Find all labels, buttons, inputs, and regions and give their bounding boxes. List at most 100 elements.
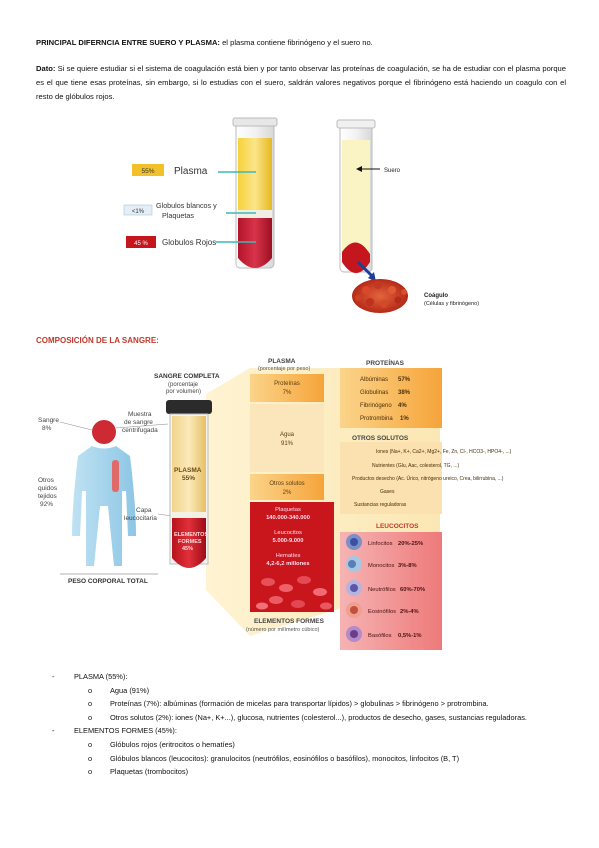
dato-label: Dato: bbox=[36, 64, 56, 73]
agua-name: Agua bbox=[280, 432, 295, 438]
agua-box bbox=[250, 404, 324, 472]
otros-solutos-box bbox=[250, 474, 324, 500]
protein-name: Protrombina bbox=[360, 416, 393, 422]
agua-item: Agua (91%) bbox=[110, 685, 150, 695]
list-item: o Glóbulos blancos (leucocitos): granulo… bbox=[52, 752, 572, 766]
muestra-label-2: de sangre bbox=[124, 419, 153, 426]
plaquetas-value: 140.000-340.000 bbox=[266, 515, 310, 521]
plaquetas-item: Plaquetas (trombocitos) bbox=[110, 767, 189, 777]
leucocitos-name: Leucocitos bbox=[274, 530, 302, 536]
soluto-item: Gases bbox=[380, 489, 395, 495]
circle-bullet: o bbox=[88, 699, 93, 709]
dash-bullet: - bbox=[52, 726, 55, 736]
globulos-blancos-item: Glóbulos blancos (leucocitos): granuloci… bbox=[110, 753, 460, 763]
leucocito-name: Basófilos bbox=[368, 633, 392, 639]
soluto-item: Sustancias reguladoras bbox=[354, 502, 407, 508]
otros-label-2: quidos bbox=[38, 485, 58, 492]
sangre-completa-label: SANGRE COMPLETA bbox=[154, 373, 220, 380]
difference-heading: PRINCIPAL DIFERNCIA ENTRE SUERO Y PLASMA… bbox=[36, 38, 220, 47]
plasma-heading: PLASMA (55%): bbox=[74, 672, 128, 681]
proteinas-pct: 7% bbox=[283, 390, 292, 396]
plasma-col-sub: (porcentaje por peso) bbox=[258, 366, 310, 372]
centrifuge-tube bbox=[166, 400, 212, 568]
leucocitos-value: 5.000-9.000 bbox=[273, 538, 304, 544]
ef-col-header: ELEMENTOS FORMES bbox=[254, 618, 325, 625]
protein-name: Fibrinógeno bbox=[360, 403, 392, 409]
proteinas-item: Proteínas (7%): albúminas (formación de … bbox=[110, 699, 489, 709]
sangre-completa-sub-2: por volumen) bbox=[166, 389, 201, 395]
leucocito-pct: 3%-8% bbox=[398, 563, 417, 569]
solutos-list: Iones (Na+, K+, Ca2+, Mg2+, Fe, Zn, Cl-,… bbox=[352, 449, 512, 508]
rbc-pct: 45 % bbox=[134, 241, 148, 247]
circle-bullet: o bbox=[88, 753, 93, 763]
otros-label-1: Otros bbox=[38, 477, 55, 484]
dato-paragraph: Dato: Si se quiere estudiar si el sistem… bbox=[36, 62, 566, 104]
plasma-pct-box bbox=[132, 164, 164, 176]
composition-list: - PLASMA (55%): o Agua (91%) o Proteínas… bbox=[52, 670, 572, 779]
leucocito-pct: 2%-4% bbox=[400, 609, 419, 615]
leucocitos-header: LEUCOCITOS bbox=[376, 523, 419, 530]
list-item: - PLASMA (55%): bbox=[52, 670, 572, 684]
suero-label: Suero bbox=[384, 168, 401, 174]
leucocito-pct: 20%-25% bbox=[398, 541, 423, 547]
hematies-name: Hematíes bbox=[276, 553, 301, 559]
main-difference-line: PRINCIPAL DIFERNCIA ENTRE SUERO Y PLASMA… bbox=[36, 36, 566, 50]
tube-ef-label-2: FORMES bbox=[178, 539, 202, 545]
muestra-label-1: Muestra bbox=[128, 411, 152, 418]
plasma-serum-tube-figure: 55% Plasma <1% Globulos blancos y Plaque… bbox=[123, 117, 479, 313]
peso-label: PESO CORPORAL TOTAL bbox=[68, 578, 148, 585]
soluto-item: Iones (Na+, K+, Ca2+, Mg2+, Fe, Zn, Cl-,… bbox=[376, 449, 512, 455]
tube-ef-pct: 45% bbox=[182, 546, 193, 552]
otros-solutos-name: Otros solutos bbox=[269, 481, 304, 487]
leucocito-pct: 60%-70% bbox=[400, 587, 425, 593]
list-item: o Glóbulos rojos (eritrocitos o hematíes… bbox=[52, 738, 572, 752]
circle-bullet: o bbox=[88, 685, 93, 695]
section-title: COMPOSICIÓN DE LA SANGRE: bbox=[36, 336, 159, 345]
list-item: o Proteínas (7%): albúminas (formación d… bbox=[52, 697, 572, 711]
wbc-label-1: Globulos blancos y bbox=[156, 201, 217, 210]
leucocito-name: Eosinófilos bbox=[368, 609, 396, 615]
protein-pct: 1% bbox=[400, 416, 409, 422]
leucocito-pct: 0,5%-1% bbox=[398, 633, 422, 639]
list-item: o Otros solutos (2%): iones (Na+, K+...)… bbox=[52, 711, 572, 725]
plasma-tube bbox=[232, 117, 278, 269]
clot-image bbox=[352, 279, 408, 313]
proteinas-header: PROTEÍNAS bbox=[366, 358, 405, 367]
dato-text: Si se quiere estudiar si el sistema de c… bbox=[36, 64, 566, 101]
proteinas-box bbox=[250, 374, 324, 402]
protein-name: Globulinas bbox=[360, 390, 388, 396]
agua-pct: 91% bbox=[281, 441, 294, 447]
tube-ef-label-1: ELEMENTOS bbox=[174, 532, 208, 538]
globulos-rojos-item: Glóbulos rojos (eritrocitos o hematíes) bbox=[110, 739, 235, 749]
outline-list: - PLASMA (55%): o Agua (91%) o Proteínas… bbox=[52, 670, 572, 779]
dash-bullet: - bbox=[52, 672, 55, 681]
capa-label-2: leucocitaria bbox=[124, 515, 157, 522]
plasma-label: Plasma bbox=[174, 166, 208, 177]
protein-pct: 4% bbox=[398, 403, 407, 409]
circle-bullet: o bbox=[88, 739, 93, 749]
tube-plasma-label: PLASMA bbox=[174, 467, 202, 474]
wbc-pct-box bbox=[123, 204, 153, 216]
sangre-completa-sub-1: (porcentaje bbox=[168, 382, 199, 388]
leucocytes-list: Linfocitos 20%-25% Monocitos 3%-8% Neutr… bbox=[346, 534, 425, 642]
protein-pct: 38% bbox=[398, 390, 411, 396]
list-item: - ELEMENTOS FORMES (45%): bbox=[52, 724, 572, 738]
difference-text: el plasma contiene fibrinógeno y el suer… bbox=[219, 38, 373, 47]
rbc-pct-box bbox=[126, 236, 156, 248]
serum-tube bbox=[336, 119, 376, 273]
plasma-col-header: PLASMA bbox=[268, 358, 296, 365]
soluto-item: Productos desecho (Ac. Úrico, nitrógeno … bbox=[352, 475, 504, 482]
protein-name: Albúminas bbox=[360, 377, 388, 383]
muestra-label-3: centrifugada bbox=[122, 427, 158, 434]
leucocito-name: Monocitos bbox=[368, 563, 395, 569]
wbc-label-2: Plaquetas bbox=[162, 211, 194, 220]
list-item: o Agua (91%) bbox=[52, 684, 572, 698]
otros-solutos-item: Otros solutos (2%): iones (Na+, K+...), … bbox=[110, 712, 527, 722]
red-cells-illustration bbox=[256, 576, 332, 610]
hematies-value: 4,2-6,2 millones bbox=[266, 561, 309, 567]
sangre-pct: 8% bbox=[42, 425, 52, 432]
rbc-label: Globulos Rojos bbox=[162, 238, 216, 247]
protein-pct: 57% bbox=[398, 377, 411, 383]
leucocito-name: Neutrófilos bbox=[368, 587, 396, 593]
otros-pct: 92% bbox=[40, 501, 53, 508]
